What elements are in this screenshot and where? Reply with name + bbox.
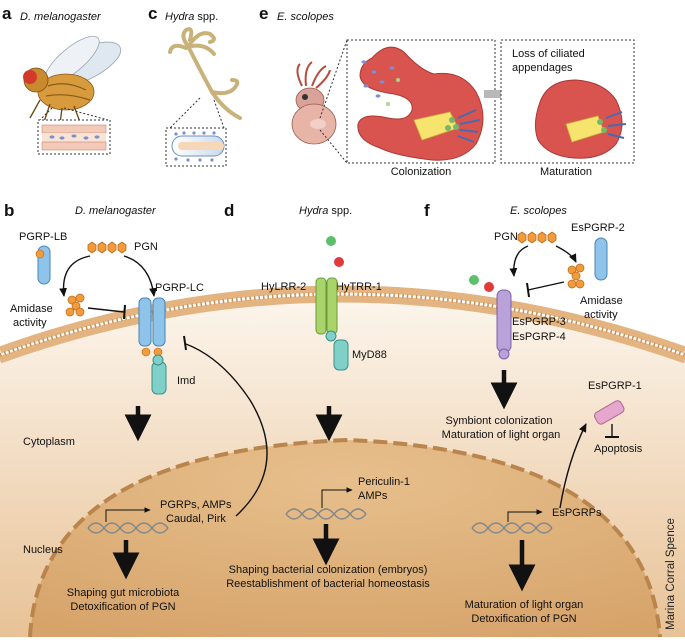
transcription-arrow-b [105,507,151,522]
outcome-f1: Maturation of light organ [465,599,584,611]
outcome-b2: Detoxification of PGN [70,601,175,613]
outcome-f2: Detoxification of PGN [471,613,576,625]
amidase-label-f2: activity [584,309,618,321]
apoptosis-label: Apoptosis [594,443,643,455]
bacterium-green-f [469,275,479,285]
nucleus-label: Nucleus [23,544,63,556]
loss-label-line1: Loss of ciliated [512,48,585,60]
illustrator-credit-text: Marina Corral Spence [665,518,677,630]
bacterium-red-d [334,257,344,267]
pgn-fragments-b [65,293,85,317]
hydra-receptors [315,277,338,342]
panel-e-species: E. scolopes [277,11,334,23]
pgn-fragments-f [567,263,585,289]
pgn-to-amidase-f-arrow [555,245,577,263]
maturation-label: Maturation [540,166,592,178]
bacterium-red-f [484,282,494,292]
hydra-tissue-inset [165,97,227,167]
myd88-adaptor [333,339,349,371]
espgrps-label: EsPGRPs [552,507,602,519]
pgn-molecule-f [517,231,557,244]
panel-f-letter: f [424,201,430,220]
squid-zoom-lines [319,39,348,164]
amidase-label-b2: activity [13,317,47,329]
loss-label-line2: appendages [512,62,573,74]
dna-d [285,508,367,520]
fly-illustration [23,35,122,125]
espgrps-to-espgrp1-arrow [559,423,587,509]
symbiont-label2: Maturation of light organ [442,429,561,441]
espgrp4-label: EsPGRP-4 [512,331,566,343]
hylrr-label: HyLRR-2 [261,281,306,293]
feedback-line-b [185,343,268,517]
pgrp-lb-label: PGRP-LB [19,231,67,243]
espgrp3-label: EsPGRP-3 [512,316,566,328]
dna-b [87,522,169,534]
genes-label-b1: PGRPs, AMPs [160,499,232,511]
espgrp1-label: EsPGRP-1 [588,380,642,392]
genes-label-d2: AMPs [358,490,388,502]
espgrp2-receptor [594,237,608,281]
panel-c-letter: c [148,4,157,23]
pgn-to-amidase-arrow [59,255,91,297]
imd-label: Imd [177,375,195,387]
outcome-b1: Shaping gut microbiota [67,587,180,599]
pgrp-lc-label: PGRP-LC [155,282,204,294]
panel-d-letter: d [224,201,234,220]
hytrr-label: HyTRR-1 [336,281,382,293]
inhibit-line-f [527,281,565,291]
outcome-d2: Reestablishment of bacterial homeostasis [226,578,430,590]
amidase-label-f1: Amidase [580,295,623,307]
symbiont-label1: Symbiont colonization [445,415,552,427]
panel-e-letter: e [259,4,268,23]
pgn-molecule-b [87,241,127,254]
pgn-to-espgrp3-arrow [509,245,529,277]
genes-label-d1: Periculin-1 [358,476,410,488]
genes-label-b2: Caudal, Pirk [166,513,226,525]
pgn-label-b: PGN [134,241,158,253]
transcription-arrow-f [507,509,543,522]
panel-b-species: D. melanogaster [75,205,157,217]
panel-a-species: D. melanogaster [20,11,102,23]
pgn-to-pgrp-lc-arrow [123,255,157,297]
dna-f [471,522,553,534]
feedback-bar-b [183,335,187,351]
hydra-illustration [168,27,242,120]
colonization-box [346,39,496,164]
panel-a-letter: a [2,4,12,23]
espgrp2-label: EsPGRP-2 [571,222,625,234]
squid-illustration [291,61,337,145]
illustrator-credit: Marina Corral Spence [663,470,679,640]
transcription-arrow-d [321,487,353,508]
amidase-label-b1: Amidase [10,303,53,315]
cytoplasm-label: Cytoplasm [23,436,75,448]
myd88-label: MyD88 [352,349,387,361]
colonization-label: Colonization [391,166,452,178]
bacterium-green-d [326,236,336,246]
panel-b-letter: b [4,201,14,220]
fly-gut-inset [37,107,111,155]
panel-f-species: E. scolopes [510,205,567,217]
pgn-label-f: PGN [494,231,518,243]
nucleus [28,437,662,637]
espgrp1-protein [593,400,625,425]
pgrp-lc-receptor [138,297,166,357]
inhibit-bar-f [526,282,530,298]
inhibit-line-b [87,307,125,313]
outcome-d1: Shaping bacterial colonization (embryos) [229,564,428,576]
espgrp34-receptor [496,289,512,360]
inhibit-bar-b [123,304,126,320]
pgrp-lb-receptor [35,245,51,285]
maturation-box [500,39,635,164]
imd-adaptor [151,354,167,395]
